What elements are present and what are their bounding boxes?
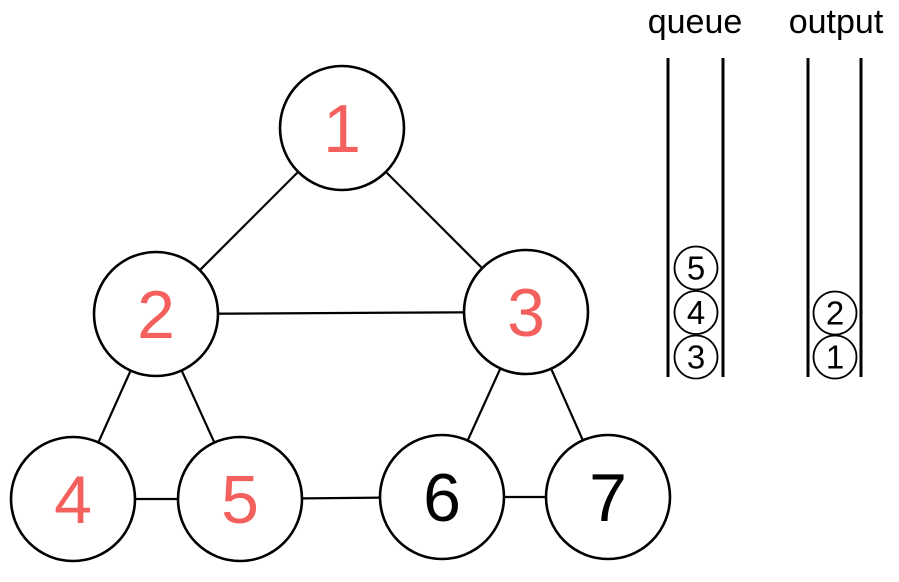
node-7-circle — [544, 433, 672, 561]
node-2-label: 2 — [137, 277, 175, 353]
queue-item-circle — [673, 245, 719, 291]
graph-node-6: 6 — [378, 433, 506, 561]
node-7-label: 7 — [589, 460, 627, 536]
queue-item-circle — [673, 290, 719, 335]
node-1-circle — [278, 64, 406, 192]
queue-item: 3 — [673, 334, 719, 380]
node-3-label: 3 — [507, 275, 545, 351]
graph-node-2: 2 — [92, 250, 220, 378]
graph-node-5: 5 — [176, 435, 304, 563]
node-1-label: 1 — [323, 91, 361, 167]
node-4-circle — [9, 435, 137, 563]
graph-node-4: 4 — [9, 435, 137, 563]
queue-item-label: 4 — [687, 294, 705, 331]
queue-item-label: 5 — [687, 250, 705, 287]
output-item: 1 — [812, 334, 858, 380]
node-3-circle — [462, 248, 590, 376]
node-4-label: 4 — [54, 462, 92, 538]
output-item-circle — [812, 334, 858, 380]
graph-node-7: 7 — [544, 433, 672, 561]
queue-item-label: 3 — [687, 339, 705, 376]
graph-node-3: 3 — [462, 248, 590, 376]
output-item: 2 — [812, 290, 858, 336]
output-item-label: 1 — [826, 339, 844, 376]
node-6-circle — [378, 433, 506, 561]
queue-item: 5 — [673, 245, 719, 291]
node-2-circle — [92, 250, 220, 378]
node-6-label: 6 — [423, 460, 461, 536]
output-item-circle — [812, 290, 858, 336]
node-5-circle — [176, 435, 304, 563]
queue-panel: queue 5 4 3 — [648, 3, 743, 380]
output-item-label: 2 — [826, 295, 844, 332]
node-5-label: 5 — [221, 462, 259, 538]
queue-item-circle — [673, 334, 719, 380]
queue-item: 4 — [673, 290, 719, 335]
graph-node-1: 1 — [278, 64, 406, 192]
queue-title: queue — [648, 3, 743, 41]
output-title: output — [789, 3, 884, 41]
output-panel: output 2 1 — [789, 3, 884, 380]
